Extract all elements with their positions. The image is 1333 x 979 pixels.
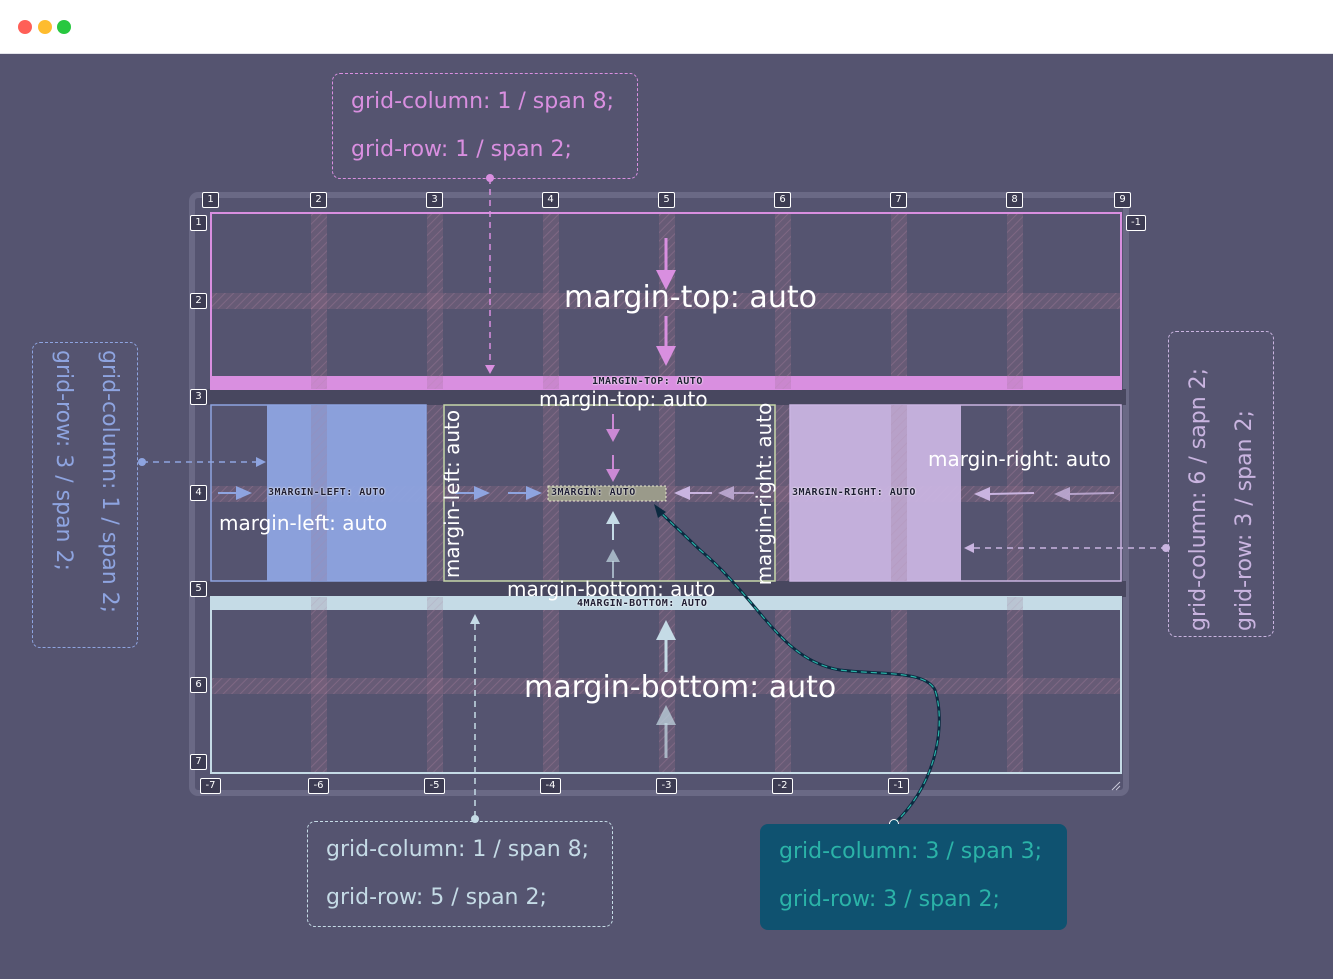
col-line-badge-negative: -7 (200, 778, 221, 794)
grid-gap-overlay (311, 376, 1023, 610)
maximize-window-button[interactable] (57, 20, 71, 34)
row-line-badge: 6 (190, 677, 207, 693)
label-margin-bottom-big: margin-bottom: auto (524, 670, 837, 705)
callout-center-line1: grid-column: 3 / span 3; (779, 839, 1043, 864)
tag-margin-right: 3MARGIN-RIGHT: AUTO (792, 487, 916, 498)
grid-item-left-fill (267, 405, 426, 581)
col-line-badge-negative: -2 (772, 778, 793, 794)
col-line-badge: 3 (426, 192, 443, 208)
row-line-badge-right: -1 (1126, 215, 1146, 231)
callout-center-item: grid-column: 3 / span 3; grid-row: 3 / s… (760, 824, 1067, 930)
callout-top-line1: grid-column: 1 / span 8; (351, 89, 615, 114)
callout-right-line2: grid-row: 3 / span 2; (1232, 410, 1257, 631)
callout-bottom-item: grid-column: 1 / span 8; grid-row: 5 / s… (307, 821, 613, 927)
callout-left-item: grid-column: 1 / span 2; grid-row: 3 / s… (32, 342, 138, 648)
arrow-margin-right (674, 486, 1115, 501)
diagram-canvas: 1 2 3 4 5 6 7 8 9 1 2 3 4 5 6 7 -1 -7 -6… (0, 54, 1333, 979)
col-line-badge: 5 (658, 192, 675, 208)
resize-handle-icon[interactable] (1111, 781, 1121, 791)
grid-gaps (192, 213, 1126, 773)
col-line-badge-negative: -4 (540, 778, 561, 794)
arrow-margin-left (218, 486, 542, 500)
label-margin-top-small: margin-top: auto (539, 387, 708, 411)
col-line-badge: 8 (1006, 192, 1023, 208)
callout-bottom-line2: grid-row: 5 / span 2; (326, 885, 547, 910)
tag-margin-left: 3MARGIN-LEFT: AUTO (268, 487, 386, 498)
row-line-badge: 4 (190, 485, 207, 501)
col-line-badge-negative: -1 (888, 778, 909, 794)
col-line-badge: 4 (542, 192, 559, 208)
row-line-badge: 7 (190, 754, 207, 770)
connector-right (964, 543, 1170, 553)
label-margin-right: margin-right: auto (928, 447, 1111, 471)
col-line-badge: 9 (1114, 192, 1131, 208)
callout-top-line2: grid-row: 1 / span 2; (351, 137, 572, 162)
connector-top (485, 174, 495, 374)
tag-margin-top: 1MARGIN-TOP: AUTO (592, 376, 703, 387)
window-titlebar (0, 0, 1333, 54)
col-line-badge: 7 (890, 192, 907, 208)
minimize-window-button[interactable] (38, 20, 52, 34)
row-line-badge: 1 (190, 215, 207, 231)
col-line-badge: 2 (310, 192, 327, 208)
tag-margin-center: 3MARGIN: AUTO (551, 487, 636, 498)
row-line-badge: 3 (190, 389, 207, 405)
callout-top-item: grid-column: 1 / span 8; grid-row: 1 / s… (332, 73, 638, 179)
col-line-badge-negative: -5 (424, 778, 445, 794)
callout-left-line2: grid-row: 3 / span 2; (51, 350, 76, 571)
label-margin-right-vertical: margin-right: auto (752, 402, 776, 586)
label-margin-left: margin-left: auto (219, 511, 388, 535)
callout-bottom-line1: grid-column: 1 / span 8; (326, 837, 590, 862)
arrow-margin-bottom-small (606, 511, 620, 578)
grid-diagram-svg (138, 174, 1170, 829)
grid-item-right-fill (790, 405, 961, 581)
callout-center-line2: grid-row: 3 / span 2; (779, 887, 1000, 912)
label-margin-bottom-small: margin-bottom: auto (507, 577, 716, 601)
col-line-badge-negative: -6 (308, 778, 329, 794)
arrow-margin-bottom-big (656, 620, 676, 758)
close-window-button[interactable] (18, 20, 32, 34)
col-line-badge: 6 (774, 192, 791, 208)
row-line-badge: 2 (190, 293, 207, 309)
arrow-margin-top-small (606, 414, 620, 482)
arrow-margin-top-big (656, 238, 676, 366)
col-line-badge: 1 (202, 192, 219, 208)
label-margin-top-big: margin-top: auto (564, 280, 817, 315)
callout-left-line1: grid-column: 1 / span 2; (97, 350, 122, 614)
col-line-badge-negative: -3 (656, 778, 677, 794)
tag-margin-bottom: 4MARGIN-BOTTOM: AUTO (577, 598, 708, 609)
callout-right-line1: grid-column: 6 / sapn 2; (1186, 367, 1211, 631)
label-margin-left-vertical: margin-left: auto (440, 409, 464, 579)
callout-right-item: grid-column: 6 / sapn 2; grid-row: 3 / s… (1168, 331, 1274, 637)
row-line-badge: 5 (190, 581, 207, 597)
grid-item-center-outline (443, 404, 776, 582)
connector-left (138, 457, 266, 467)
grid-item-center-box (547, 485, 667, 502)
